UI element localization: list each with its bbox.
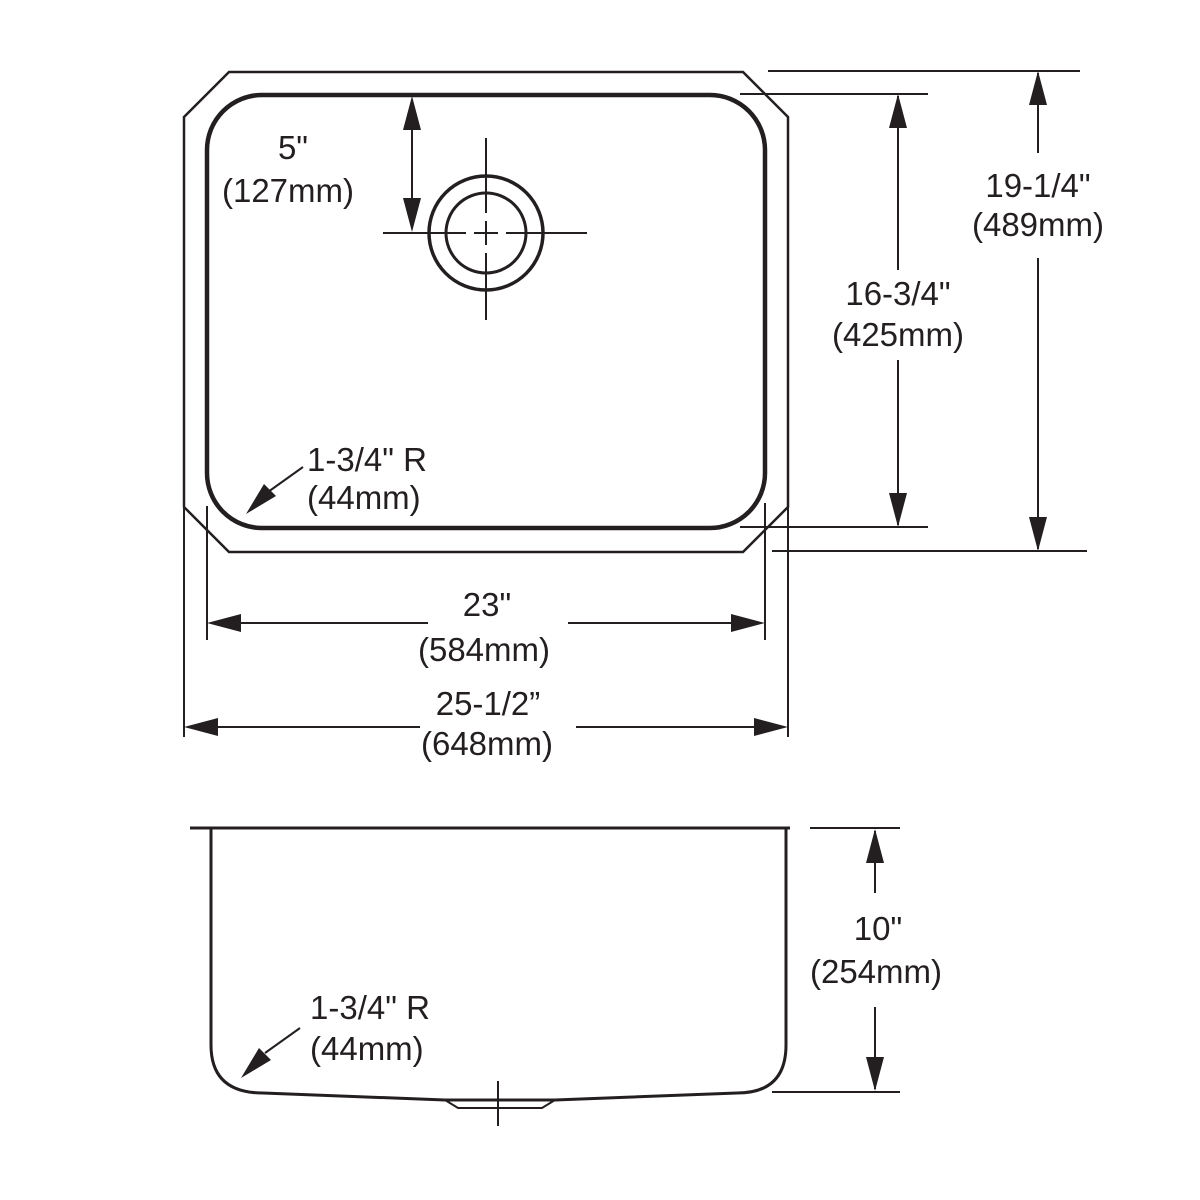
bowl-depth-inches-label: 10" xyxy=(854,910,902,947)
drain-boss-outline xyxy=(444,1099,556,1109)
bowl-ftb-inches-label: 16-3/4" xyxy=(845,275,950,312)
dim-bowl-front-to-back: 16-3/4" (425mm) xyxy=(832,94,964,527)
dim-bowl-depth: 10" (254mm) xyxy=(772,827,942,1093)
arrow-down-icon xyxy=(889,493,907,527)
dim-bowl-width: 23" (584mm) xyxy=(207,586,765,668)
radius-side-metric-label: (44mm) xyxy=(310,1030,424,1067)
radius-leader-line xyxy=(264,1027,301,1054)
bowl-depth-metric-label: (254mm) xyxy=(810,953,942,990)
dim-drain-offset: 5" (127mm) xyxy=(222,96,421,232)
bowl-ftb-metric-label: (425mm) xyxy=(832,316,964,353)
radius-side-inches-label: 1-3/4" R xyxy=(310,989,430,1026)
side-view: 10" (254mm) 1-3/4" R (44mm) xyxy=(190,826,942,1126)
arrow-up-icon xyxy=(889,94,907,128)
radius-top-metric-label: (44mm) xyxy=(307,479,421,516)
arrow-left-icon xyxy=(184,718,218,736)
overall-ftb-metric-label: (489mm) xyxy=(972,206,1104,243)
radius-leader-line xyxy=(267,466,304,493)
arrow-down-icon xyxy=(866,1057,884,1091)
arrow-down-icon xyxy=(1029,517,1047,551)
radius-callout-side: 1-3/4" R (44mm) xyxy=(241,989,430,1078)
bowl-profile-outline xyxy=(209,828,788,1102)
drain xyxy=(383,138,587,320)
overall-width-metric-label: (648mm) xyxy=(421,725,553,762)
drain-offset-inches-label: 5" xyxy=(278,129,308,166)
arrow-up-icon xyxy=(866,829,884,863)
drain-offset-metric-label: (127mm) xyxy=(222,172,354,209)
bowl-width-inches-label: 23" xyxy=(463,586,511,623)
sink-outer-rim-outline xyxy=(182,70,790,554)
arrow-down-left-icon xyxy=(241,1048,271,1078)
radius-top-inches-label: 1-3/4" R xyxy=(307,441,427,478)
dim-overall-front-to-back: 19-1/4" (489mm) xyxy=(972,71,1104,551)
sink-bowl-outline xyxy=(204,92,768,531)
arrow-right-icon xyxy=(731,614,765,632)
arrow-left-icon xyxy=(207,614,241,632)
arrow-down-left-icon xyxy=(246,484,276,514)
overall-width-inches-label: 25-1/2” xyxy=(436,685,541,722)
bowl-width-metric-label: (584mm) xyxy=(418,631,550,668)
top-view: 5" (127mm) 16-3/4" (425mm) 19-1/4" (489m… xyxy=(182,70,1104,762)
arrow-up-icon xyxy=(403,96,421,130)
arrow-down-icon xyxy=(403,198,421,232)
arrow-up-icon xyxy=(1029,71,1047,105)
arrow-right-icon xyxy=(754,718,788,736)
radius-callout-top: 1-3/4" R (44mm) xyxy=(246,441,427,516)
dim-overall-width: 25-1/2” (648mm) xyxy=(184,685,788,762)
overall-ftb-inches-label: 19-1/4" xyxy=(985,167,1090,204)
